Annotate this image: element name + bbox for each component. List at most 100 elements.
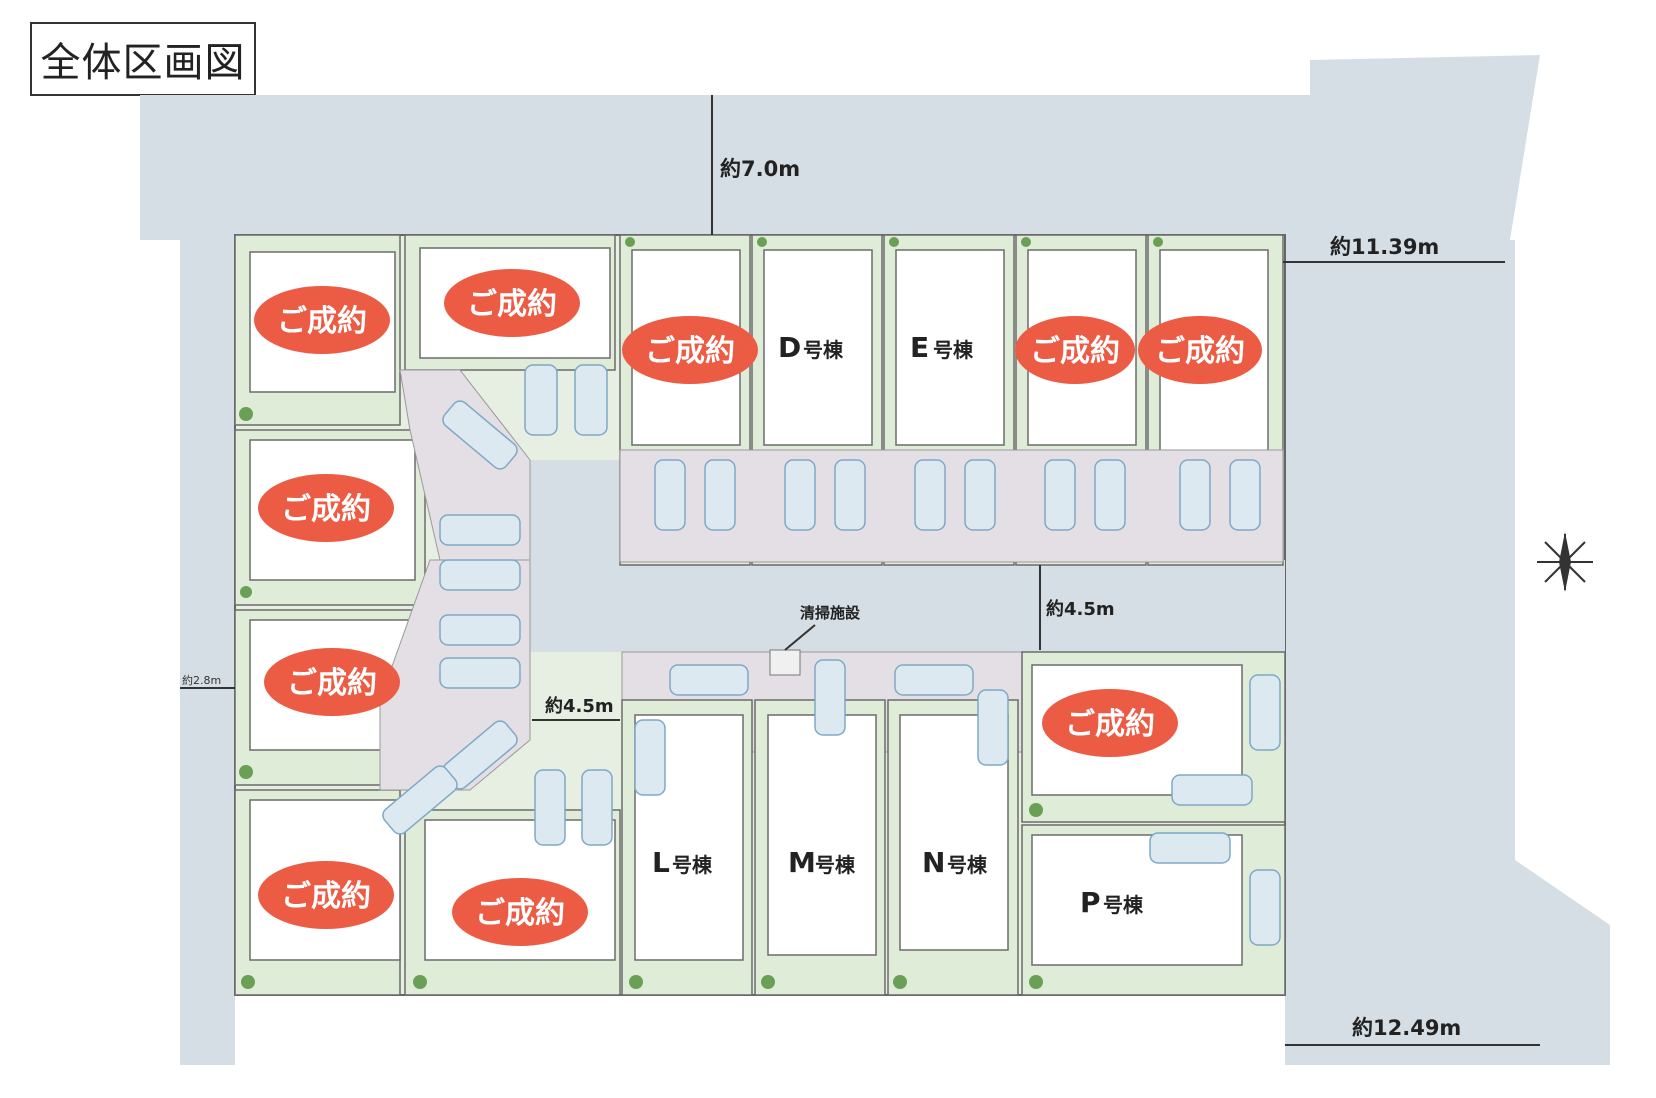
left-road [180,240,235,1065]
dim-inner-road-left: 約4.5m [545,695,614,717]
svg-text:号棟: 号棟 [672,853,713,877]
svg-text:D: D [778,331,801,364]
svg-text:P: P [1080,886,1101,919]
sold-badge-b: ご成約 [444,269,580,337]
svg-text:ご成約: ご成約 [1155,334,1245,369]
svg-text:M: M [788,846,816,879]
car-icon [439,559,521,591]
svg-text:ご成約: ご成約 [467,287,557,322]
car-icon [1249,869,1281,946]
sold-badge-c: ご成約 [622,316,758,384]
car-icon [977,689,1009,766]
car-icon [1094,459,1126,531]
car-icon [669,664,749,696]
compass-icon [1537,532,1593,592]
car-icon [1149,832,1231,864]
shrub-icon [629,975,643,989]
car-icon [439,614,521,646]
dim-top-road: 約7.0m [720,157,800,181]
svg-text:ご成約: ご成約 [277,304,367,339]
svg-text:号棟: 号棟 [815,853,856,877]
facility-leader-line [784,624,816,651]
car-icon [704,459,736,531]
sold-badge-g: ご成約 [1138,316,1262,384]
car-icon [964,459,996,531]
car-icon [654,459,686,531]
house-d [763,249,873,446]
dim-inner-road-right: 約4.5m [1046,598,1115,620]
car-icon [834,459,866,531]
shrub-icon [240,586,252,598]
sold-badge-a: ご成約 [254,286,390,354]
car-icon [1229,459,1261,531]
car-icon [814,659,846,736]
sold-badge-h: ご成約 [258,474,394,542]
shrub-icon [1021,237,1031,247]
svg-text:ご成約: ご成約 [475,896,565,931]
car-icon [1249,674,1281,751]
shrub-icon [761,975,775,989]
car-icon [1044,459,1076,531]
svg-text:ご成約: ご成約 [281,492,371,527]
car-icon [534,769,566,846]
dim-right-road-top: 約11.39m [1330,235,1439,259]
svg-text:ご成約: ご成約 [287,666,377,701]
cleaning-facility [769,649,801,676]
svg-text:号棟: 号棟 [933,338,974,362]
shrub-icon [1029,975,1043,989]
svg-text:E: E [910,331,929,364]
shrub-icon [239,765,253,779]
svg-text:ご成約: ご成約 [281,879,371,914]
shrubs [239,237,1163,989]
inner-road-hub [525,460,620,560]
car-icon [439,657,521,689]
shrub-icon [239,407,253,421]
svg-text:ご成約: ご成約 [1065,707,1155,742]
parking-cars [382,364,1281,946]
sold-badge-j: ご成約 [258,861,394,929]
car-icon [442,400,518,470]
car-icon [439,514,521,546]
car-icon [524,364,558,436]
car-icon [634,719,666,796]
car-icon [574,364,608,436]
shrub-icon [757,237,767,247]
svg-text:ご成約: ご成約 [1030,334,1120,369]
shrub-icon [889,237,899,247]
car-icon [1179,459,1211,531]
car-icon [581,769,613,846]
svg-text:ご成約: ご成約 [645,334,735,369]
dim-right-road-bottom: 約12.49m [1352,1016,1461,1040]
facility-label: 清掃施設 [800,604,861,622]
shrub-icon [413,975,427,989]
sold-badge-k: ご成約 [452,878,588,946]
car-icon [914,459,946,531]
bottom-row-lots [621,651,1286,996]
house-e [895,249,1005,446]
top-road [140,55,1540,240]
right-road [1285,240,1515,860]
inner-road-horizontal-over [525,560,1285,652]
dimensions: 約7.0m 約11.39m 約12.49m 約4.5m 約4.5m 約2.8m [180,95,1540,1046]
shrub-icon [1029,803,1043,817]
sold-badges: ご成約 ご成約 ご成約 ご成約 ご成約 ご成約 ご成約 ご成約 ご成約 ご成約 [254,269,1262,946]
svg-text:号棟: 号棟 [803,338,844,362]
svg-text:号棟: 号棟 [947,853,988,877]
svg-text:L: L [652,846,670,879]
shrub-icon [1153,237,1163,247]
svg-text:N: N [922,846,945,879]
house-m [767,714,877,956]
shrub-icon [625,237,635,247]
car-icon [784,459,816,531]
sold-badge-o: ご成約 [1042,689,1178,757]
map-title: 全体区画図 [30,22,256,96]
dim-left-road: 約2.8m [182,673,221,687]
car-icon [894,664,974,696]
sold-badge-f: ご成約 [1015,316,1135,384]
car-icon [1171,774,1253,806]
